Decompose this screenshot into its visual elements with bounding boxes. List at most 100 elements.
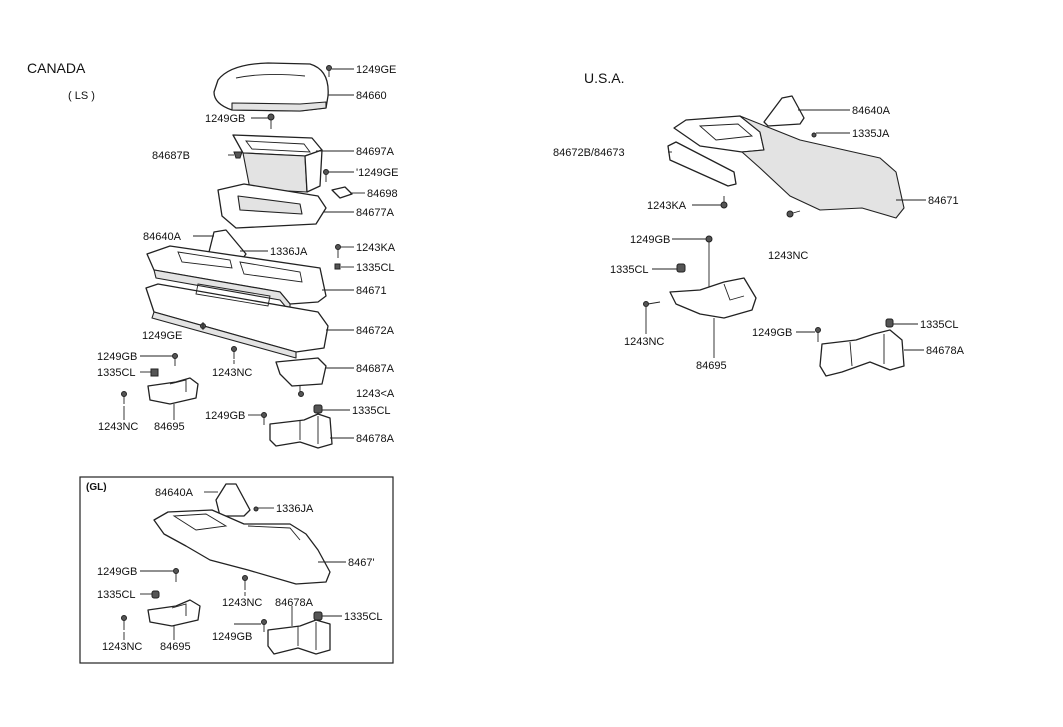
part-shift-boot — [763, 95, 805, 127]
part-number-label: 1243NC — [98, 421, 138, 433]
screw-icon — [242, 575, 248, 590]
part-armrest-lid — [213, 62, 329, 112]
part-console — [153, 509, 331, 585]
part-number-label: 1249GB — [205, 113, 245, 125]
clip-icon — [233, 151, 243, 159]
screw-icon — [811, 132, 817, 138]
part-number-label: 1335CL — [344, 611, 383, 623]
part-number-label: 84697A — [356, 146, 395, 158]
part-number-label: 84678A — [356, 433, 395, 445]
part-number-label: 1249GB — [97, 566, 137, 578]
leader-lines-canada — [123, 68, 365, 439]
part-console — [667, 115, 905, 219]
screw-icon — [253, 506, 259, 512]
part-number-label: 84672A — [356, 325, 395, 337]
part-number-label: 1249GB — [212, 631, 252, 643]
part-bracket — [147, 377, 199, 405]
part-number-label: 1335CL — [610, 264, 649, 276]
screw-icon — [720, 196, 728, 209]
clip-icon — [313, 404, 323, 414]
screw-icon — [261, 619, 267, 632]
part-number-label: 84695 — [160, 641, 191, 653]
part-number-label: 84640A — [852, 105, 891, 117]
part-number-label: 1249GE — [356, 64, 396, 76]
part-number-label: 1243<A — [356, 388, 395, 400]
screw-icon — [786, 210, 801, 218]
part-upper-tray — [217, 183, 327, 229]
part-number-label: 84687A — [356, 363, 395, 375]
part-bracket — [147, 599, 201, 627]
part-number-label: 1335CL — [352, 405, 391, 417]
part-number-label: 84640A — [143, 231, 182, 243]
part-number-label: 1249GB — [97, 351, 137, 363]
clip-icon — [313, 611, 323, 621]
part-number-label: 1335CL — [920, 319, 959, 331]
screw-icon — [335, 244, 341, 258]
part-bracket — [669, 277, 757, 319]
screw-icon — [267, 113, 275, 129]
part-number-label: 84671 — [356, 285, 387, 297]
leader-lines-gl — [123, 491, 346, 640]
part-shift-boot — [215, 483, 251, 517]
screw-icon — [173, 568, 179, 582]
part-number-label: 84672B/84673 — [553, 147, 625, 159]
part-number-label: 84687B — [152, 150, 190, 162]
screw-icon — [121, 391, 127, 404]
part-number-label: 84695 — [154, 421, 185, 433]
region-title-usa: U.S.A. — [584, 70, 624, 86]
part-number-label: '1249GE — [356, 167, 398, 179]
part-number-label: 1336JA — [270, 246, 308, 258]
part-number-label: 1335JA — [852, 128, 890, 140]
part-number-label: 84695 — [696, 360, 727, 372]
clip-icon — [150, 368, 159, 377]
part-number-label: 1243NC — [212, 367, 252, 379]
part-bracket — [275, 357, 327, 392]
part-number-label: 1243KA — [356, 242, 396, 254]
trim-label-ls: ( LS ) — [68, 90, 95, 102]
part-lower-console — [145, 283, 329, 359]
screw-icon — [326, 65, 332, 77]
part-storage-box — [232, 134, 323, 193]
part-number-label: 84640A — [155, 487, 194, 499]
screw-icon — [231, 346, 237, 359]
screw-icon — [121, 615, 127, 630]
part-number-label: 1249GB — [205, 410, 245, 422]
leader-lines-usa — [645, 109, 926, 358]
part-bracket — [331, 186, 353, 199]
trim-label-gl: (GL) — [86, 482, 107, 493]
screw-icon — [261, 412, 267, 425]
screw-icon — [815, 327, 821, 342]
part-number-label: 1243NC — [102, 641, 142, 653]
screw-icon — [172, 353, 178, 366]
screw-icon — [323, 169, 329, 182]
part-number-label: 84678A — [926, 345, 965, 357]
part-number-label: 84677A — [356, 207, 395, 219]
clip-icon — [151, 590, 160, 599]
part-number-label: 84671 — [928, 195, 959, 207]
part-number-label: 84698 — [367, 188, 398, 200]
part-bracket — [819, 329, 905, 377]
screw-icon — [298, 391, 304, 397]
part-number-label: 1243NC — [222, 597, 262, 609]
part-number-label: 8467' — [348, 557, 375, 569]
part-number-label: 1336JA — [276, 503, 314, 515]
clip-icon — [676, 263, 686, 273]
clip-icon — [334, 263, 341, 270]
part-bracket — [267, 619, 331, 655]
part-number-label: 1335CL — [97, 367, 136, 379]
part-number-label: 84678A — [275, 597, 314, 609]
part-number-label: 1249GB — [630, 234, 670, 246]
part-number-label: 1249GE — [142, 330, 182, 342]
screw-icon — [643, 301, 661, 307]
part-number-label: 1335CL — [356, 262, 395, 274]
part-number-label: 1243NC — [624, 336, 664, 348]
part-number-label: 1249GB — [752, 327, 792, 339]
screw-icon — [200, 322, 206, 330]
clip-icon — [885, 318, 894, 328]
part-number-label: 1243NC — [768, 250, 808, 262]
part-number-label: 1243KA — [647, 200, 687, 212]
part-number-label: 84660 — [356, 90, 387, 102]
part-number-label: 1335CL — [97, 589, 136, 601]
part-bracket — [269, 413, 333, 449]
